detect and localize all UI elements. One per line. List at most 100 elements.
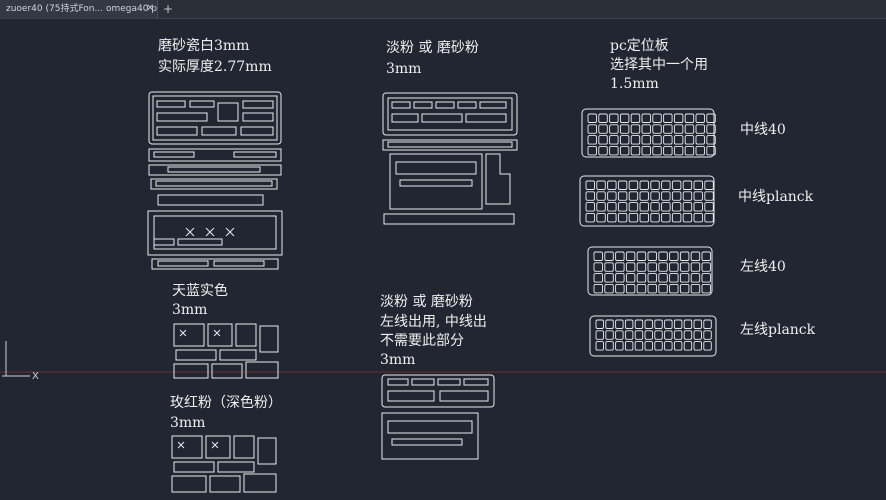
plate-key-cutout [663,135,673,145]
plate-key-cutout [682,180,693,190]
plate-left-planck [589,315,717,357]
document-tab[interactable]: zuoer40 (75持式Fon... omega40 planck ✕ [0,0,158,18]
plate-key-cutout [598,113,608,123]
plate-key-cutout [706,135,716,145]
pc-plates [579,108,717,357]
close-icon[interactable]: ✕ [146,3,155,14]
plate-key-cutout [625,251,636,261]
label-plate-4: 左线planck [740,322,816,338]
plate-key-cutout [619,135,630,145]
plate-key-cutout [598,124,608,134]
plate-key-cutout [706,113,716,123]
plate-key-cutout [673,113,684,123]
plate-key-cutout [636,262,647,272]
ucs-icon: X [2,341,39,382]
plate-key-cutout [706,145,716,156]
plate-key-cutout [684,124,695,134]
plate-key-cutout [695,145,705,156]
plate-key-cutout [607,191,617,201]
label-plate-3: 左线40 [740,259,786,275]
plate-left40 [587,246,713,296]
plate-key-cutout [650,180,660,190]
plate-key-cutout [617,191,628,201]
plate-key-cutout [641,124,651,134]
plate-key-cutout [628,202,639,212]
case-parts-pink [382,92,518,225]
plate-key-cutout [636,251,647,261]
plate-key-cutout [619,113,630,123]
plate-key-cutout [704,191,714,201]
plate-key-cutout [679,273,690,283]
new-tab-icon[interactable]: + [163,2,174,16]
plate-key-cutout [663,113,673,123]
plate-key-cutout [634,330,644,340]
plate-key-cutout [701,262,711,272]
plate-key-cutout [704,212,714,223]
plate-key-cutout [647,251,657,261]
label-g2-sub: 3mm [386,61,422,77]
plate-key-cutout [617,212,628,223]
plate-key-cutout [615,330,624,340]
plate-key-cutout [652,145,662,156]
label-g6-title: 玫红粉（深色粉） [170,395,282,411]
plate-key-cutout [630,145,641,156]
plate-key-cutout [609,113,619,123]
drawing-canvas[interactable]: X 磨砂瓷白3mm 实际厚度2.77mm 淡粉 或 磨砂粉 3mm pc定位板 … [0,19,886,500]
plate-key-cutout [630,135,641,145]
plate-key-cutout [673,319,683,329]
plate-key-cutout [679,262,690,272]
plate-key-cutout [647,273,657,283]
plate-key-cutout [607,212,617,223]
plate-key-cutout [644,341,653,351]
plate-key-cutout [673,330,683,340]
plate-key-cutout [683,319,693,329]
plate-key-cutout [650,202,660,212]
plate-key-cutout [596,180,606,190]
plate-key-cutout [624,341,634,351]
plate-key-cutout [706,124,716,134]
plate-key-cutout [615,341,624,351]
plate-key-cutout [587,124,597,134]
plate-key-cutout [671,202,682,212]
plate-key-cutout [654,330,663,340]
plate-key-cutout [595,341,604,351]
plate-key-cutout [663,145,673,156]
plate-key-cutout [615,273,625,283]
plate-key-cutout [679,283,690,294]
plate-key-cutout [701,283,711,294]
plate-key-cutout [679,251,690,261]
plate-key-cutout [609,124,619,134]
plate-key-cutout [585,212,595,223]
label-g1-sub: 实际厚度2.77mm [158,59,272,75]
plate-key-cutout [607,202,617,212]
plate-key-cutout [661,191,671,201]
plate-key-cutout [693,341,702,351]
plate-key-cutout [701,251,711,261]
plate-key-cutout [684,145,695,156]
plate-key-cutout [703,330,712,340]
label-g5-line2: 左线出用, 中线出 [380,314,487,330]
plate-key-cutout [647,262,657,272]
plate-key-cutout [593,283,603,294]
plate-key-cutout [596,191,606,201]
plate-key-cutout [695,113,705,123]
plate-key-cutout [628,180,639,190]
plate-key-cutout [661,212,671,223]
plate-key-cutout [683,341,693,351]
axis-layer: X [0,341,886,382]
plate-key-cutout [639,202,649,212]
plate-key-cutout [639,180,649,190]
plate-key-cutout [605,330,614,340]
plate-key-cutout [703,341,712,351]
plate-key-cutout [609,145,619,156]
plate-key-cutout [587,135,597,145]
plate-key-cutout [693,319,702,329]
label-g3-title: pc定位板 [610,38,669,54]
plate-key-cutout [693,180,703,190]
plate-key-cutout [624,330,634,340]
plate-key-cutout [636,283,647,294]
plate-key-cutout [598,135,608,145]
label-plate-2: 中线planck [738,189,814,205]
parts-sky-blue [173,323,279,379]
plate-key-cutout [690,283,701,294]
